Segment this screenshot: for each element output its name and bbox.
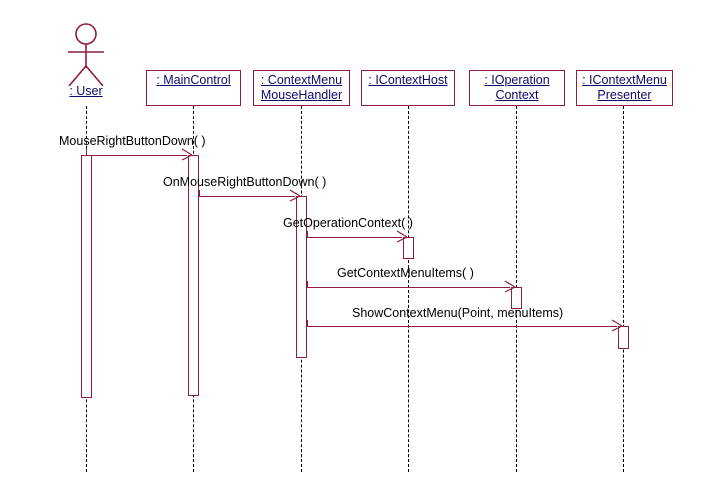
message-arrowhead-icon [611,319,623,332]
participant-label-line: : IContextMenu [582,73,667,87]
actor-user-label: : User [69,84,103,98]
participant-main-control[interactable]: : MainControl [146,70,241,106]
lifeline-icontext-menu-presenter [623,106,624,472]
activation-user[interactable] [81,155,92,398]
message-origin-tick [86,149,87,155]
message-arrowhead-icon [181,148,193,161]
participant-label-line: : ContextMenu [260,73,343,87]
participant-label-line: MouseHandler [260,88,343,102]
message-line [307,287,510,288]
participant-label-line: : IContextHost [368,73,448,87]
participant-label-line: : IOperation [484,73,550,87]
participant-label-main-control: : MainControl [147,73,240,88]
activation-ioperation-context[interactable] [511,287,522,309]
participant-label-line: Context [495,88,539,102]
message-label: OnMouseRightButtonDown( ) [163,175,327,189]
participant-icontext-host[interactable]: : IContextHost [361,70,455,106]
activation-icontext-host[interactable] [403,237,414,259]
message-label: MouseRightButtonDown( ) [59,134,206,148]
message-origin-tick [199,190,200,196]
participant-label-line: : MainControl [156,73,231,87]
activation-main-control[interactable] [188,155,199,396]
message-arrowhead-icon [396,230,408,243]
message-label: GetContextMenuItems( ) [337,266,474,280]
message-line [307,237,402,238]
message-arrowhead-icon [504,280,516,293]
message-origin-tick [307,320,308,326]
participant-label-icontext-host: : IContextHost [362,73,454,88]
actor-figure-icon [68,23,104,86]
message-label: GetOperationContext( ) [283,216,413,230]
activation-context-menu-mouse-handler[interactable] [296,196,307,358]
message-line [199,196,295,197]
message-origin-tick [307,231,308,237]
participant-label-line: Presenter [597,88,652,102]
message-line [307,326,617,327]
lifeline-icontext-host [408,106,409,472]
message-line [86,155,187,156]
activation-icontext-menu-presenter[interactable] [618,326,629,349]
message-origin-tick [307,281,308,287]
message-arrowhead-icon [289,189,301,202]
message-label: ShowContextMenu(Point, menuItems) [352,306,564,320]
